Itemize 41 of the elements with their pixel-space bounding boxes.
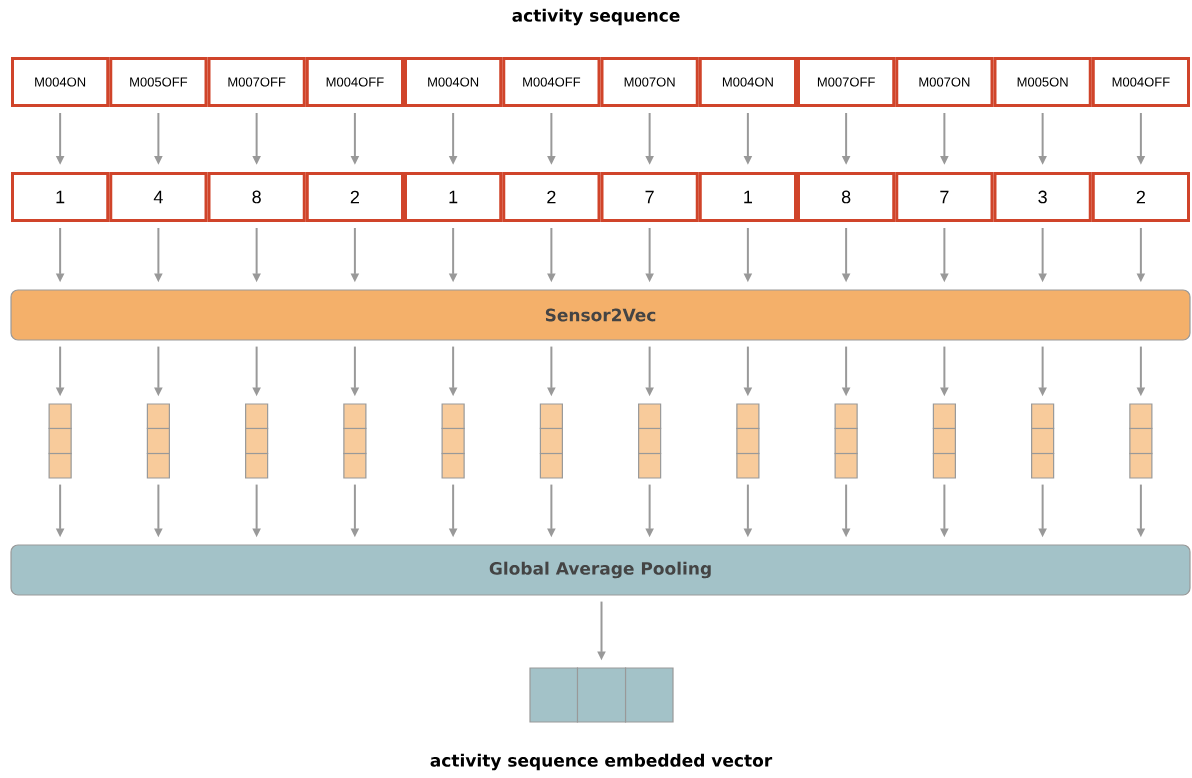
caption: activity sequence embedded vector xyxy=(430,753,773,771)
vector-bar xyxy=(1128,403,1154,479)
sensor-cell: M004OFF xyxy=(305,57,404,107)
vector-bar xyxy=(440,403,466,479)
index-cell: 1 xyxy=(404,172,503,222)
vector-bar xyxy=(342,403,368,479)
sensor-cell: M007OFF xyxy=(797,57,896,107)
vector-bar xyxy=(637,403,662,479)
sensor-cell: M007ON xyxy=(600,57,699,107)
sensor-cell: M004ON xyxy=(11,57,110,107)
vector-bar xyxy=(932,403,957,479)
index-cell: 7 xyxy=(895,172,994,222)
index-cell: 2 xyxy=(305,172,404,222)
vector-bar xyxy=(539,403,564,479)
index-cell: 8 xyxy=(207,172,306,222)
sensor-cell: M005ON xyxy=(993,57,1092,107)
index-cell: 8 xyxy=(797,172,896,222)
index-cell: 2 xyxy=(1091,172,1190,222)
sensor-cell: M004ON xyxy=(698,57,797,107)
index-cell: 7 xyxy=(600,172,699,222)
sensor-cell: M004OFF xyxy=(502,57,601,107)
sensor-cell: M007ON xyxy=(895,57,994,107)
sensor-cell: M004ON xyxy=(404,57,503,107)
vector-bar xyxy=(529,666,674,724)
index-cell: 2 xyxy=(502,172,601,222)
vector-bar xyxy=(735,403,761,479)
sensor-cell: M007OFF xyxy=(207,57,306,107)
vector-bar xyxy=(1030,403,1055,479)
vector-bar xyxy=(47,403,73,479)
sensor-cell: M004OFF xyxy=(1091,57,1190,107)
layer-band: Sensor2Vec xyxy=(10,289,1191,341)
index-cell: 3 xyxy=(993,172,1092,222)
sensor-cell: M005OFF xyxy=(109,57,208,107)
vector-bar xyxy=(833,403,859,479)
layer-band: Global Average Pooling xyxy=(10,544,1191,596)
index-cell: 1 xyxy=(698,172,797,222)
vector-bar xyxy=(146,403,171,479)
vector-bar xyxy=(244,403,269,479)
index-cell: 4 xyxy=(109,172,208,222)
index-cell: 1 xyxy=(11,172,110,222)
title: activity sequence xyxy=(512,8,680,26)
